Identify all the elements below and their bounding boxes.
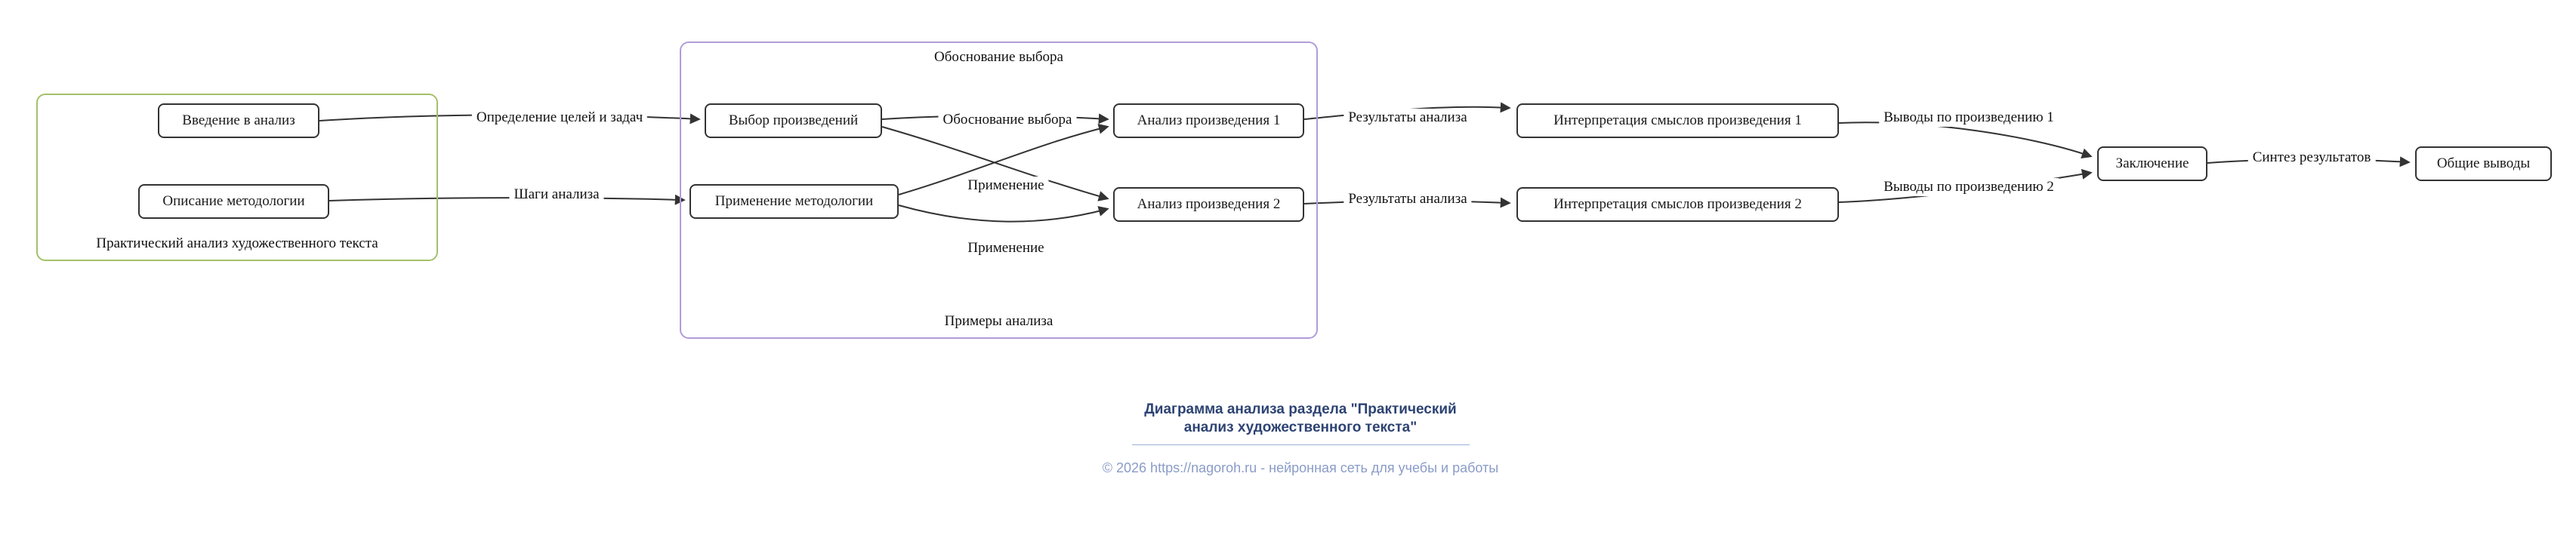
node-interpretation-1: Интерпретация смыслов произведения 1 [1516, 103, 1839, 138]
node-conclusion-label: Заключение [2115, 155, 2189, 171]
edge-label-results-1: Результаты анализа [1344, 109, 1472, 127]
node-analysis-1: Анализ произведения 1 [1113, 103, 1304, 138]
node-analysis-2: Анализ произведения 2 [1113, 187, 1304, 222]
cluster-examples-top-label: Обоснование выбора [934, 49, 1063, 65]
caption-divider [1131, 444, 1470, 445]
cluster-practical-analysis: Практический анализ художественного текс… [36, 94, 438, 261]
node-summary-label: Общие выводы [2436, 155, 2531, 171]
edge-label-goals: Определение целей и задач [471, 109, 648, 127]
node-methodology-label: Описание методологии [162, 193, 305, 209]
node-interpretation-2-label: Интерпретация смыслов произведения 2 [1553, 196, 1802, 212]
edge-label-results-2: Результаты анализа [1344, 190, 1472, 208]
diagram-title-line-2: анализ художественного текста" [1183, 420, 1418, 435]
edge-label-justification: Обоснование выбора [938, 111, 1077, 129]
cluster-examples-bottom-label: Примеры анализа [944, 313, 1054, 329]
node-selection: Выбор произведений [705, 103, 882, 138]
node-application: Применение методологии [690, 184, 899, 219]
copyright-footer: © 2026 https://nagoroh.ru - нейронная се… [1102, 460, 1499, 475]
node-intro: Введение в анализ [158, 103, 319, 138]
node-interpretation-1-label: Интерпретация смыслов произведения 1 [1553, 112, 1802, 128]
edge-label-application-2: Применение [963, 239, 1049, 257]
node-analysis-2-label: Анализ произведения 2 [1137, 196, 1281, 212]
cluster-examples: Обоснование выбора Примеры анализа [680, 42, 1318, 339]
node-selection-label: Выбор произведений [728, 112, 859, 128]
node-intro-label: Введение в анализ [182, 112, 295, 128]
edge-application-to-analysis1 [898, 123, 1109, 195]
node-conclusion: Заключение [2097, 146, 2207, 181]
edge-methodology-to-application [329, 194, 686, 205]
node-interpretation-2: Интерпретация смыслов произведения 2 [1516, 187, 1839, 222]
caption-block: Диаграмма анализа раздела "Практический … [1074, 401, 1527, 476]
edge-interpretation1-to-conclusion [1838, 121, 2093, 158]
edge-label-conclusions-1: Выводы по произведению 1 [1879, 109, 2059, 127]
node-application-label: Применение методологии [714, 193, 874, 209]
edge-label-steps: Шаги анализа [509, 186, 604, 204]
diagram-title-line-1: Диаграмма анализа раздела "Практический [1144, 401, 1457, 417]
edge-label-conclusions-2: Выводы по произведению 2 [1879, 178, 2059, 196]
edge-label-synthesis: Синтез результатов [2247, 149, 2376, 167]
node-analysis-1-label: Анализ произведения 1 [1137, 112, 1281, 128]
edge-label-application-1: Применение [963, 177, 1049, 195]
cluster-practical-analysis-label: Практический анализ художественного текс… [96, 235, 378, 251]
edge-selection-to-analysis2 [881, 126, 1109, 201]
node-methodology: Описание методологии [138, 184, 329, 219]
node-summary: Общие выводы [2415, 146, 2552, 181]
edge-application-to-analysis2 [898, 204, 1109, 223]
